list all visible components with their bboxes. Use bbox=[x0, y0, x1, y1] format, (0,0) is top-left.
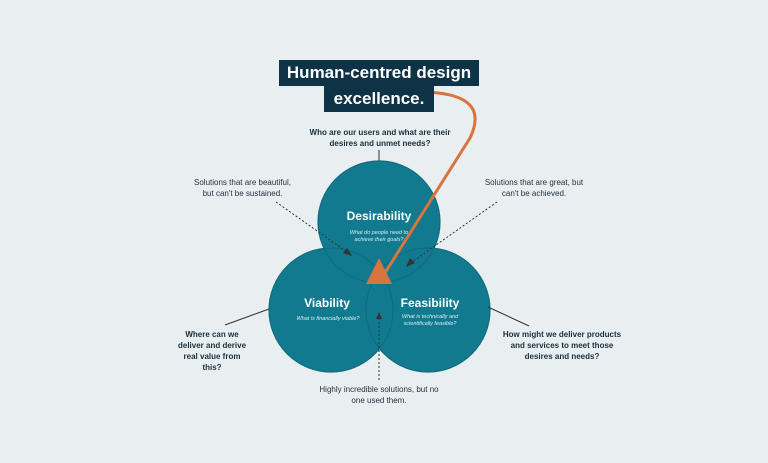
title-line-1: Human-centred design bbox=[278, 60, 480, 86]
center-triangle bbox=[366, 258, 392, 284]
feasibility-circle bbox=[366, 248, 490, 372]
viability-title: Viability bbox=[304, 296, 350, 310]
top-right-note: Solutions that are great, but can't be a… bbox=[484, 178, 584, 198]
top-left-note: Solutions that are beautiful, but can't … bbox=[194, 178, 291, 198]
left-question: Where can we deliver and derive real val… bbox=[177, 330, 247, 372]
top-question: Who are our users and what are their des… bbox=[309, 128, 451, 148]
right-connector-line bbox=[487, 306, 530, 327]
title-line-2: excellence. bbox=[323, 86, 435, 112]
feasibility-subtitle: What is technically and scientifically f… bbox=[401, 314, 459, 327]
feasibility-title: Feasibility bbox=[400, 296, 460, 310]
excellence-arrow bbox=[381, 90, 477, 277]
left-connector-line bbox=[224, 308, 270, 326]
right-question: How might we deliver products and servic… bbox=[502, 330, 622, 361]
viability-circle bbox=[269, 248, 393, 372]
desirability-subtitle: What do people need to achieve their goa… bbox=[349, 230, 409, 243]
top-left-dotted-arrow bbox=[275, 201, 348, 253]
bottom-note: Highly incredible solutions, but no one … bbox=[319, 385, 439, 405]
viability-subtitle: What is financially viable? bbox=[296, 316, 360, 322]
desirability-title: Desirability bbox=[346, 209, 412, 223]
top-right-dotted-arrow bbox=[411, 201, 498, 263]
title-box: Human-centred design excellence. bbox=[278, 60, 480, 112]
